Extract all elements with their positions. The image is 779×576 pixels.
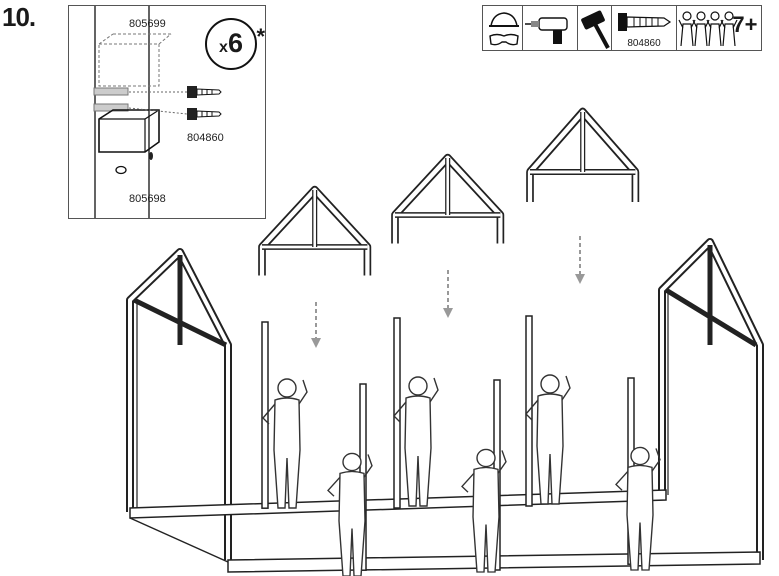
- screw-part-number: 804860: [627, 38, 661, 49]
- screw-icon: 804860: [611, 5, 677, 51]
- roof-truss-1: [262, 190, 367, 276]
- screw-icon: [187, 108, 222, 120]
- end-frame-right: [658, 238, 764, 560]
- side-post: [261, 321, 269, 509]
- mallet-icon: [576, 5, 613, 51]
- quantity-value: 6: [227, 28, 243, 58]
- tools-strip: 804860 7+: [481, 5, 762, 51]
- arrow-heads: [311, 274, 585, 348]
- person-figure: [327, 452, 373, 576]
- people-icon: 7+: [675, 5, 762, 51]
- people-count: 7+: [732, 12, 758, 37]
- roof-truss-2: [395, 158, 500, 244]
- down-arrow-icon: [315, 236, 581, 340]
- safety-gear-icon: [481, 5, 524, 51]
- side-post: [525, 315, 533, 507]
- quantity-asterisk: *: [256, 24, 265, 49]
- part-number-screw: 804860: [187, 132, 224, 144]
- quantity-prefix: x: [219, 39, 228, 56]
- side-post: [627, 377, 635, 565]
- bracket-detail-drawing: [93, 6, 222, 218]
- side-post: [359, 383, 367, 571]
- roof-truss-3: [530, 112, 635, 202]
- step-number: 10.: [2, 2, 36, 32]
- drill-icon: [522, 5, 578, 51]
- side-post: [493, 379, 501, 571]
- person-figure: [262, 378, 308, 509]
- base-rails: [129, 489, 761, 573]
- part-number-bottom: 805698: [129, 193, 166, 205]
- person-figure: [525, 374, 571, 505]
- side-post: [393, 317, 401, 509]
- screw-icon: [187, 86, 222, 98]
- person-figure: [393, 376, 439, 507]
- part-number-top: 805699: [129, 18, 166, 30]
- person-figure: [461, 448, 507, 573]
- person-figure: [615, 446, 661, 571]
- end-frame-left: [126, 248, 232, 560]
- quantity-badge: x6 *: [205, 18, 265, 70]
